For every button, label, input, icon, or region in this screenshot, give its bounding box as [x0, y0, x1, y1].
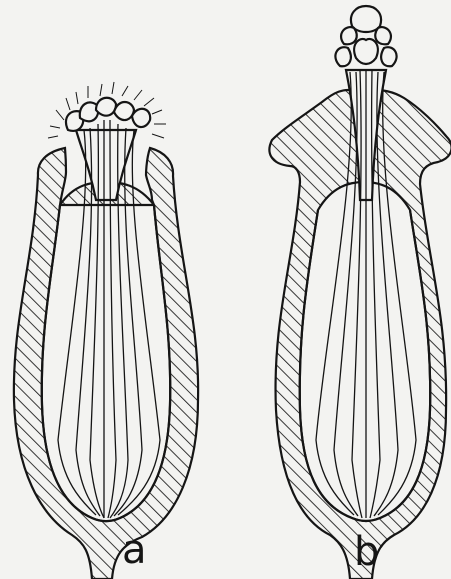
specimen-b: [269, 6, 451, 579]
specimen-a-stigma: [66, 98, 150, 131]
specimen-a: [14, 82, 198, 579]
specimen-b-cavity: [300, 210, 430, 521]
specimen-b-stigma: [335, 6, 396, 66]
figure-label-a: a: [122, 530, 147, 570]
figure-label-b: b: [354, 532, 379, 572]
